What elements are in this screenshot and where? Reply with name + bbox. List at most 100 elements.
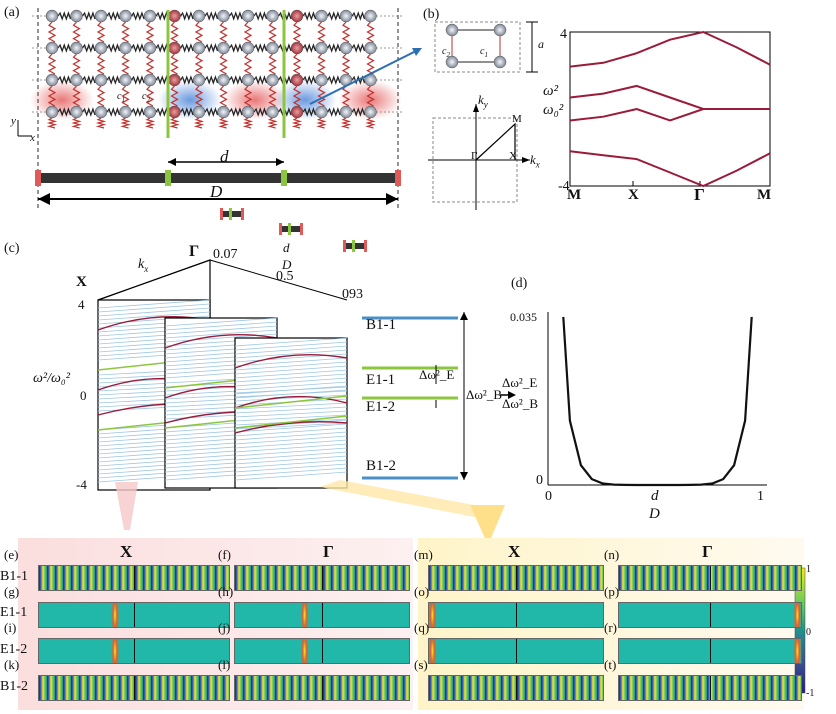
- spring-h-0-6: [204, 11, 219, 21]
- mode-strip-1-3: [618, 602, 802, 628]
- mass-ball: [241, 9, 255, 23]
- cube-top-2: [209, 259, 348, 301]
- mass-ball: [315, 105, 328, 119]
- mass-ball: [119, 105, 132, 119]
- spring-v-3-7: [218, 117, 229, 129]
- mass-ball: [168, 73, 181, 87]
- spring-v-2-10: [292, 85, 302, 107]
- spring-h-2-4: [155, 75, 170, 85]
- d-curve: [562, 316, 753, 487]
- bz-Gamma: Γ: [471, 150, 478, 162]
- spring-v-1-7: [219, 53, 228, 75]
- spring-h-0-5: [180, 11, 194, 21]
- strip-panel-label: (q): [414, 620, 430, 635]
- mode-strip-3-3: [618, 675, 802, 701]
- c-val-05: 0.5: [276, 269, 294, 284]
- axis-x-label: x: [30, 132, 35, 144]
- spring-v-1-2: [96, 53, 106, 75]
- strip-panel-label: (l): [218, 657, 231, 672]
- d-ylabel-num: Δω²_E: [502, 375, 538, 390]
- sheet-1-stripe-top: [97, 303, 211, 313]
- spring-h-1-3: [131, 43, 145, 53]
- unit-cell-box: [434, 21, 521, 73]
- spring-v-3-11: [316, 117, 327, 129]
- spring-v-2-4: [145, 85, 155, 107]
- mode-strip-0-3: [618, 565, 802, 591]
- disp-band-0: [569, 30, 771, 68]
- mass-ball: [94, 105, 108, 119]
- panel-b-label: (b): [423, 7, 440, 22]
- fade-arrow-yellow: [320, 480, 490, 520]
- sheet-3-stripe-mid: [234, 390, 348, 398]
- spring-v-0-9: [268, 21, 277, 43]
- strip-divider: [134, 639, 135, 663]
- spring-h-1-0: [57, 43, 72, 53]
- strip-panel-label: (g): [4, 584, 20, 599]
- spring-h-0-0: [57, 11, 72, 21]
- d-xtick-1: 1: [757, 489, 764, 504]
- spring-h-2-2: [106, 75, 121, 85]
- strip-panel-label: (i): [4, 620, 17, 635]
- spring-h-3-1: [82, 107, 96, 117]
- sheet-3-stripe-top: [234, 349, 348, 359]
- sheet-3-stripe-top: [234, 365, 348, 375]
- spring-v-0-7: [219, 21, 228, 43]
- spring-v-1-11: [317, 53, 326, 75]
- c-dB: Δω²_B: [466, 387, 502, 402]
- spring-h-3-8: [253, 107, 268, 117]
- scale-icon-1-r: [241, 208, 244, 220]
- c-dE: Δω²_E: [419, 367, 455, 382]
- c-E11: E1-1: [366, 372, 396, 388]
- ratio-arrow-head: [508, 391, 516, 399]
- spring-h-0-12: [351, 11, 366, 21]
- spring-v-2-2: [96, 85, 106, 107]
- c-ytick-m4: -4: [76, 477, 87, 492]
- cbar-tick-1: 1: [806, 564, 811, 575]
- mass-ball: [94, 73, 108, 87]
- disp-xtick-M2: M: [757, 187, 772, 203]
- c-Gamma-label: Γ: [189, 243, 200, 260]
- sheet-3-band3: [234, 421, 348, 434]
- unitcell-c1: c1: [480, 46, 488, 59]
- sheet-3-stripe-top: [234, 373, 348, 383]
- d-xlabel-num: d: [651, 488, 659, 504]
- strip-divider: [134, 603, 135, 627]
- spring-h-1-6: [204, 43, 219, 53]
- spring-h-2-8: [253, 75, 268, 85]
- sheet-3-stripe-top: [234, 357, 348, 367]
- strip-panel-label: (o): [414, 584, 430, 599]
- mass-ball: [241, 73, 255, 87]
- mass-ball: [241, 41, 255, 55]
- bar-marker-3: [395, 170, 401, 186]
- spring-v-0-0: [47, 21, 57, 43]
- spring-v-1-0: [47, 53, 57, 75]
- sheet-3-stripe-bot: [234, 427, 348, 437]
- col-head-X1: X: [120, 542, 133, 561]
- sheet-1-stripe-top: [97, 307, 211, 317]
- spring-v-2-7: [219, 85, 228, 107]
- spring-v-0-12: [341, 21, 351, 43]
- cbar-tick-0: 0: [806, 627, 811, 638]
- sheet-2-stripe-top: [164, 325, 278, 335]
- spring-h-0-8: [253, 11, 268, 21]
- mode-strip-0-0: [38, 565, 230, 591]
- disp-xtick-Gamma: Γ: [694, 185, 705, 204]
- strip-panel-label: (n): [604, 547, 620, 562]
- spring-h-0-3: [131, 11, 145, 21]
- mass-ball: [217, 105, 230, 119]
- sheet-3-stripe-mid: [234, 410, 348, 418]
- mass-ball: [168, 105, 181, 119]
- spring-h-3-0: [57, 107, 72, 117]
- c-E12: E1-2: [366, 399, 396, 415]
- bar-marker-0: [35, 170, 41, 186]
- spring-v-2-8: [243, 85, 253, 107]
- bz-M: M: [512, 113, 522, 125]
- mass-ball: [315, 41, 328, 55]
- strip-panel-label: (k): [4, 657, 20, 672]
- mass-ball: [364, 9, 377, 23]
- spring-h-3-4: [155, 107, 170, 117]
- spring-h-2-5: [180, 75, 194, 85]
- c-ytick-4: 4: [78, 297, 85, 312]
- spring-v-3-9: [267, 117, 278, 129]
- spring-v-3-3: [120, 117, 131, 129]
